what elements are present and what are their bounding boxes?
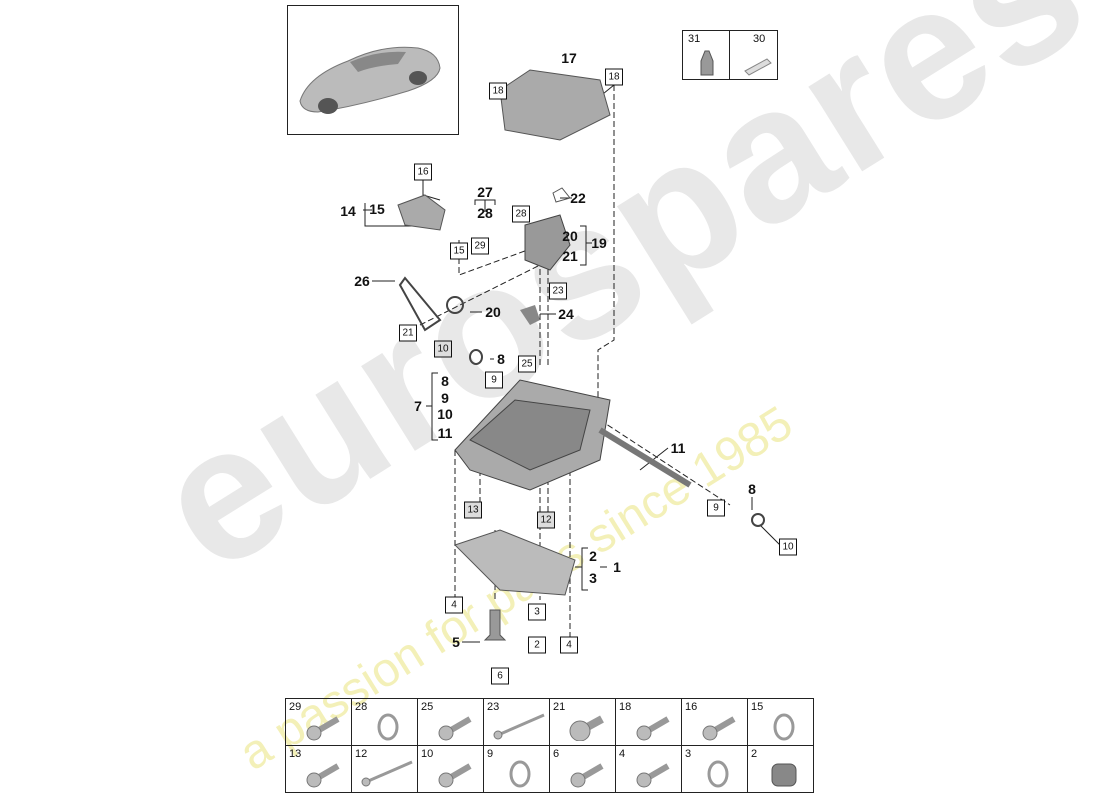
oil-pump: [524, 214, 571, 271]
part-label: 9: [441, 390, 449, 406]
fastener-cell[interactable]: 23: [483, 698, 550, 746]
part-callout[interactable]: 10: [779, 538, 797, 556]
fastener-number: 18: [619, 701, 632, 713]
fastener-cell[interactable]: 29: [285, 698, 352, 746]
part-callout[interactable]: 9: [707, 499, 725, 517]
fastener-number: 6: [553, 748, 560, 760]
fastener-number: 10: [421, 748, 434, 760]
part-label: 28: [477, 205, 493, 221]
oil-pan-lower: [454, 529, 576, 596]
vehicle-thumbnail: [287, 5, 459, 135]
part-label: 10: [437, 406, 453, 422]
fastener-number: 15: [751, 701, 764, 713]
part-label: 20: [562, 228, 578, 244]
car-icon: [299, 46, 441, 114]
fastener-cell[interactable]: 21: [549, 698, 616, 746]
baffle-plate: [499, 69, 611, 141]
oil-pan-upper: [454, 379, 611, 491]
fastener-cell[interactable]: 4: [615, 745, 682, 793]
chain: [398, 276, 442, 332]
part-callout[interactable]: 23: [549, 282, 567, 300]
part-callout[interactable]: 18: [605, 68, 623, 86]
part-callout[interactable]: 9: [485, 371, 503, 389]
legend-num: 30: [753, 33, 766, 45]
part-label: 1: [613, 559, 621, 575]
fastener-cell[interactable]: 2: [747, 745, 814, 793]
part-label: 17: [561, 50, 577, 66]
part-label: 20: [485, 304, 501, 320]
part-callout[interactable]: 6: [491, 667, 509, 685]
part-callout[interactable]: 4: [560, 636, 578, 654]
guide: [520, 305, 540, 325]
fastener-cell[interactable]: 16: [681, 698, 748, 746]
fasteners-table: 29 28 25 23 21 18 16 15 13 12 10 9 6 4 3 2: [285, 698, 814, 793]
part-label: 19: [591, 235, 607, 251]
fastener-cell[interactable]: 18: [615, 698, 682, 746]
part-callout[interactable]: 12: [537, 511, 555, 529]
fastener-number: 23: [487, 701, 500, 713]
part-label: 27: [477, 184, 493, 200]
fastener-number: 16: [685, 701, 698, 713]
fastener-number: 29: [289, 701, 302, 713]
consumables-legend: 31 30: [682, 30, 778, 80]
part-callout[interactable]: 16: [414, 163, 432, 181]
fastener-number: 2: [751, 748, 758, 760]
part-label: 11: [670, 440, 686, 456]
seal-ring: [469, 349, 483, 365]
part-label: 2: [589, 548, 597, 564]
part-label: 8: [441, 373, 449, 389]
part-callout[interactable]: 28: [512, 205, 530, 223]
legend-num: 31: [688, 33, 701, 45]
part-label: 15: [369, 201, 385, 217]
fastener-number: 3: [685, 748, 692, 760]
part-callout[interactable]: 29: [471, 237, 489, 255]
fastener-cell[interactable]: 13: [285, 745, 352, 793]
oil-level-tube: [598, 427, 692, 488]
part-label: 24: [558, 306, 574, 322]
fastener-number: 12: [355, 748, 368, 760]
part-label: 14: [340, 203, 356, 219]
fastener-cell[interactable]: 3: [681, 745, 748, 793]
fastener-cell[interactable]: 15: [747, 698, 814, 746]
part-label: 26: [354, 273, 370, 289]
part-label: 8: [497, 351, 505, 367]
fastener-cell[interactable]: 25: [417, 698, 484, 746]
seal-ring: [751, 513, 765, 527]
fastener-number: 21: [553, 701, 566, 713]
gasket: [552, 187, 571, 203]
fastener-number: 13: [289, 748, 302, 760]
part-callout[interactable]: 25: [518, 355, 536, 373]
part-callout[interactable]: 15: [450, 242, 468, 260]
part-label: 7: [414, 398, 422, 414]
fastener-cell[interactable]: 10: [417, 745, 484, 793]
drain-plug: [483, 609, 507, 641]
part-callout[interactable]: 18: [489, 82, 507, 100]
part-label: 5: [452, 634, 460, 650]
part-label: 11: [437, 425, 453, 441]
part-label: 8: [748, 481, 756, 497]
part-label: 3: [589, 570, 597, 586]
fastener-number: 28: [355, 701, 368, 713]
part-callout[interactable]: 2: [528, 636, 546, 654]
part-callout[interactable]: 10: [434, 340, 452, 358]
fastener-cell[interactable]: 9: [483, 745, 550, 793]
part-label: 21: [562, 248, 578, 264]
fastener-number: 9: [487, 748, 494, 760]
part-label: 22: [570, 190, 586, 206]
bracket: [397, 194, 446, 231]
part-callout[interactable]: 21: [399, 324, 417, 342]
sprocket: [446, 296, 464, 314]
fastener-cell[interactable]: 12: [351, 745, 418, 793]
part-callout[interactable]: 3: [528, 603, 546, 621]
fastener-cell[interactable]: 28: [351, 698, 418, 746]
part-callout[interactable]: 4: [445, 596, 463, 614]
fastener-number: 4: [619, 748, 626, 760]
part-callout[interactable]: 13: [464, 501, 482, 519]
fastener-cell[interactable]: 6: [549, 745, 616, 793]
sealant-and-grease-icon: [700, 50, 772, 76]
fastener-number: 25: [421, 701, 434, 713]
